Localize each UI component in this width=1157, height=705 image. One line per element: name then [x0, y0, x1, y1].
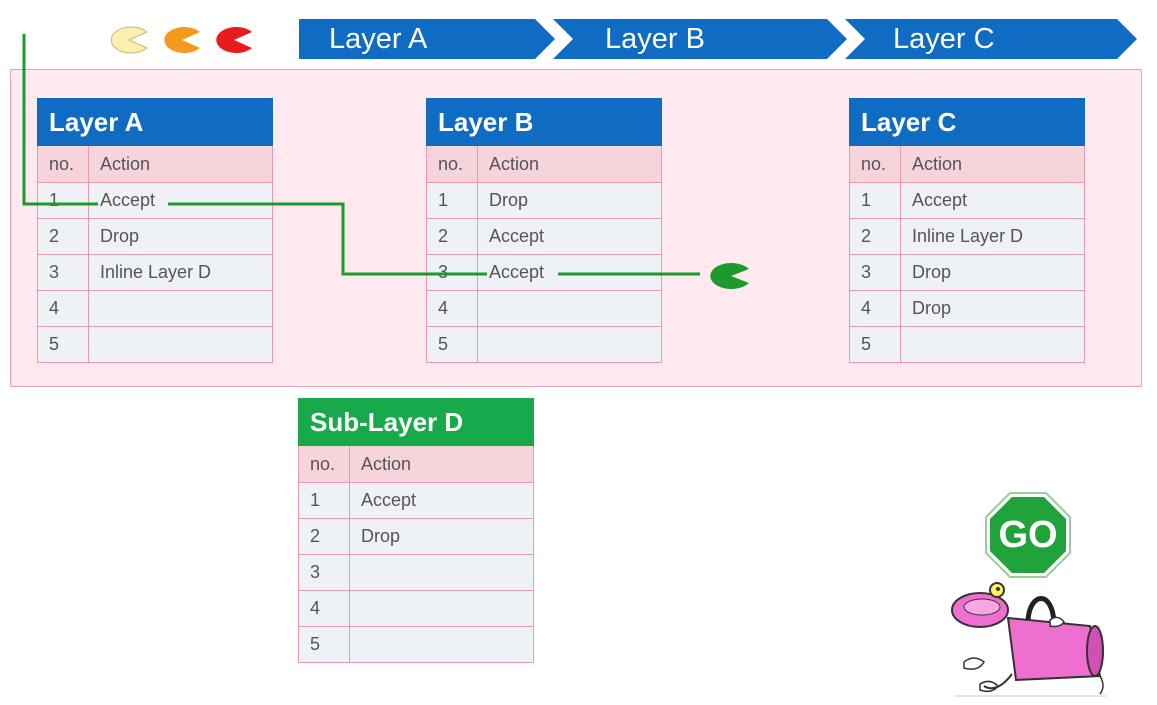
rule-action: Accept — [900, 183, 1085, 219]
rule-number: 5 — [298, 627, 349, 663]
pacman-orange-icon — [164, 27, 200, 53]
rule-number: 1 — [298, 483, 349, 519]
table-header-row: no. Action — [298, 446, 534, 483]
rule-number: 2 — [298, 519, 349, 555]
rule-number: 5 — [426, 327, 477, 363]
rule-action — [477, 327, 662, 363]
table-header-row: no. Action — [37, 146, 273, 183]
column-action-header: Action — [88, 146, 273, 183]
chevron-layer-b-label: Layer B — [605, 22, 705, 55]
column-no-header: no. — [849, 146, 900, 183]
go-sign-label: GO — [998, 513, 1058, 556]
column-action-header: Action — [477, 146, 662, 183]
rule-number: 1 — [426, 183, 477, 219]
rule-number: 4 — [426, 291, 477, 327]
pacman-red-icon — [216, 27, 252, 53]
table-row: 4 — [37, 291, 273, 327]
table-header-row: no. Action — [426, 146, 662, 183]
rule-number: 3 — [37, 255, 88, 291]
rule-action: Inline Layer D — [900, 219, 1085, 255]
table-row: 5 — [37, 327, 273, 363]
table-row: 4 — [298, 591, 534, 627]
pacman-light-yellow-icon — [110, 26, 148, 54]
rule-action: Accept — [88, 183, 273, 219]
rule-number: 1 — [37, 183, 88, 219]
rule-action: Drop — [900, 255, 1085, 291]
rule-action — [88, 291, 273, 327]
table-row: 4 — [426, 291, 662, 327]
table-header-row: no. Action — [849, 146, 1085, 183]
table-row: 5 — [849, 327, 1085, 363]
chevron-layer-c-label: Layer C — [893, 22, 995, 55]
column-action-header: Action — [349, 446, 534, 483]
rule-number: 5 — [37, 327, 88, 363]
rule-action: Inline Layer D — [88, 255, 273, 291]
column-no-header: no. — [298, 446, 349, 483]
rule-action — [349, 627, 534, 663]
rule-action: Drop — [88, 219, 273, 255]
rule-number: 4 — [298, 591, 349, 627]
table-row: 5 — [298, 627, 534, 663]
rule-action — [477, 291, 662, 327]
rule-number: 3 — [849, 255, 900, 291]
rule-action — [349, 555, 534, 591]
rule-action — [900, 327, 1085, 363]
rule-number: 2 — [37, 219, 88, 255]
go-sign-icon — [985, 492, 1071, 578]
column-no-header: no. — [37, 146, 88, 183]
rule-number: 2 — [849, 219, 900, 255]
rule-number: 4 — [849, 291, 900, 327]
layer-a-title: Layer A — [37, 98, 273, 146]
column-no-header: no. — [426, 146, 477, 183]
rule-number: 4 — [37, 291, 88, 327]
rule-action: Drop — [349, 519, 534, 555]
layer-c-title: Layer C — [849, 98, 1085, 146]
table-row: 3 — [298, 555, 534, 591]
rule-action: Drop — [477, 183, 662, 219]
layer-b-title: Layer B — [426, 98, 662, 146]
chevron-layer-c: Layer C — [845, 19, 1137, 59]
rule-action — [349, 591, 534, 627]
sublayer-d-title: Sub-Layer D — [298, 398, 534, 446]
rule-number: 5 — [849, 327, 900, 363]
rule-action — [88, 327, 273, 363]
packet-pacman-icon — [710, 263, 749, 289]
chevron-layer-b: Layer B — [553, 19, 847, 59]
column-action-header: Action — [900, 146, 1085, 183]
rule-number: 3 — [298, 555, 349, 591]
trash-can-mascot-icon — [951, 582, 1106, 697]
chevron-layer-a-label: Layer A — [329, 22, 428, 55]
rule-number: 2 — [426, 219, 477, 255]
rule-number: 1 — [849, 183, 900, 219]
rule-action: Drop — [900, 291, 1085, 327]
rule-action: Accept — [477, 219, 662, 255]
rule-action: Accept — [349, 483, 534, 519]
chevron-layer-a: Layer A — [299, 19, 555, 59]
table-row: 5 — [426, 327, 662, 363]
